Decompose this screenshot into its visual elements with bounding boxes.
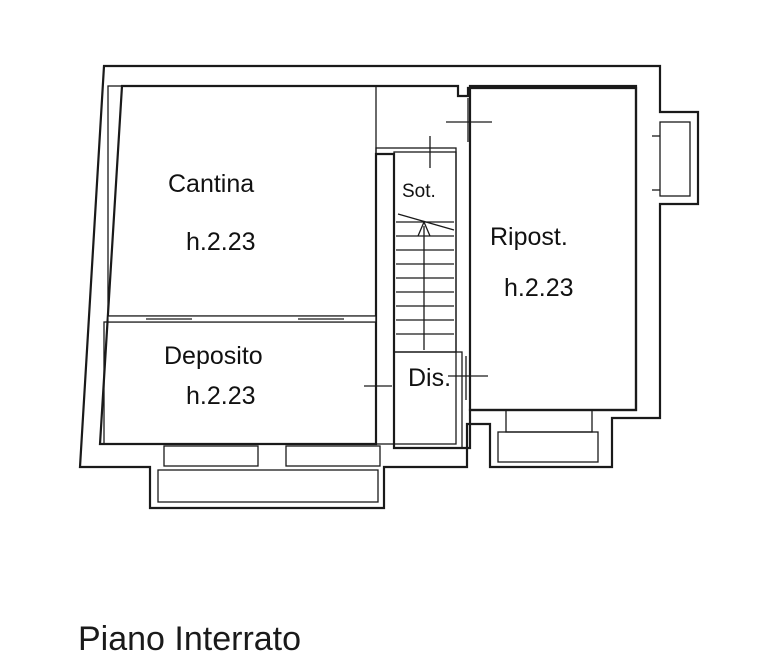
ripost-label: Ripost.: [490, 223, 568, 251]
window-bottom-right-sill: [505, 409, 593, 433]
ripost-height: h.2.23: [504, 274, 574, 302]
window-bottom-right: [497, 431, 599, 463]
stair-steps: [396, 221, 454, 335]
room-dis: [393, 351, 463, 449]
window-bottom-left: [157, 469, 379, 503]
window-bottom-left-sill: [285, 445, 381, 467]
sot-label: Sot.: [402, 181, 436, 202]
inner-wall-left: [98, 84, 638, 450]
stair-inner: [375, 147, 457, 445]
deposito-label: Deposito: [164, 342, 263, 370]
window-bottom-left-sill: [163, 445, 259, 467]
window-right: [659, 121, 691, 197]
stair-break-line: [397, 213, 455, 231]
deposito-height: h.2.23: [186, 382, 256, 410]
dis-label: Dis.: [408, 364, 451, 392]
floor-title: Piano Interrato: [78, 620, 301, 658]
outer-wall-outline: [78, 64, 700, 510]
cantina-label: Cantina: [168, 170, 254, 198]
room-cantina: [107, 85, 377, 317]
cantina-height: h.2.23: [186, 228, 256, 256]
